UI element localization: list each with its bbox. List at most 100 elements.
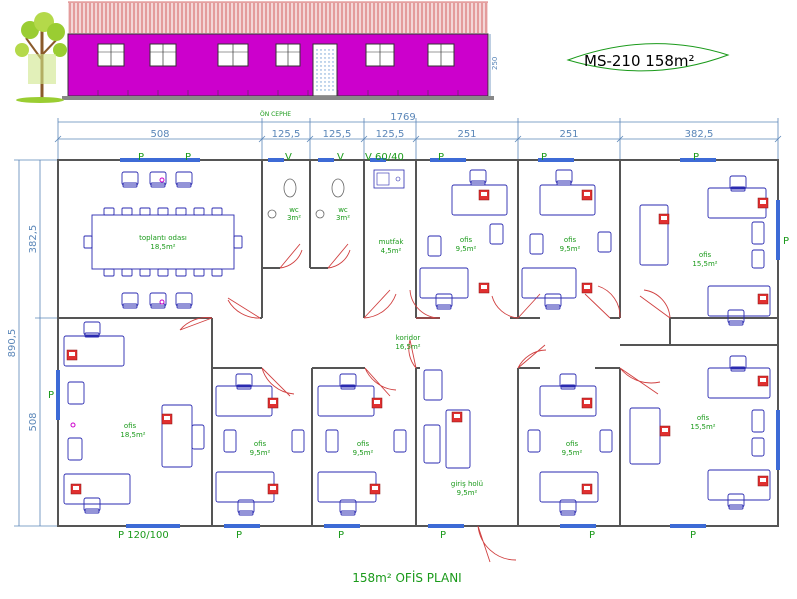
chair (751, 409, 765, 433)
tree-illustration (15, 12, 67, 103)
window (560, 524, 596, 528)
door-swing (279, 243, 303, 269)
dim-segment-5: 251 (457, 129, 476, 140)
window (318, 158, 334, 162)
door-swing (364, 367, 397, 397)
window-label: P (138, 152, 144, 163)
window (680, 158, 716, 162)
dim-segment-3: 125,5 (323, 129, 352, 140)
desk (317, 385, 375, 417)
chair (139, 268, 151, 277)
door-swing (639, 289, 671, 319)
meeting-table (91, 214, 235, 270)
elevation-base (62, 96, 494, 100)
chair (121, 268, 133, 277)
window (370, 158, 386, 162)
door-swing (619, 367, 661, 395)
window-label: P (48, 390, 54, 401)
room-name: ofis (699, 251, 712, 259)
chair (175, 207, 187, 216)
chair (121, 171, 139, 186)
window (428, 524, 464, 528)
desk (63, 335, 125, 367)
chair (729, 355, 747, 370)
chair (339, 499, 357, 514)
desk (629, 407, 661, 465)
elevation-label: ÖN CEPHE (260, 111, 291, 118)
window-labels: P P V V V 60/40 P P P P 120/100 P P P P … (48, 152, 789, 541)
chair (223, 429, 237, 453)
desk (539, 471, 599, 503)
door-swing (179, 317, 213, 331)
chair (235, 373, 253, 388)
furniture (63, 169, 771, 516)
room-area: 9,5m² (353, 449, 374, 457)
room-name: ofis (460, 236, 473, 244)
model-badge-text: MS-210 158m² (584, 52, 695, 70)
dim-lower-depth: 508 (28, 412, 39, 431)
computers (66, 189, 769, 495)
plant-icon (70, 422, 76, 428)
chair (83, 497, 101, 512)
desk (707, 367, 771, 399)
chair (751, 221, 765, 245)
chair (489, 223, 504, 245)
window-label: P (541, 152, 547, 163)
room-area: 16,5m² (395, 343, 420, 351)
dim-segment-2: 125,5 (272, 129, 301, 140)
window (776, 410, 780, 470)
chair (139, 207, 151, 216)
chair (555, 169, 573, 184)
chair (103, 268, 115, 277)
window-label: P (693, 152, 699, 163)
door-swing (584, 285, 621, 319)
chair (67, 381, 85, 405)
window-label: P (185, 152, 191, 163)
chair (149, 292, 167, 307)
chair (427, 235, 442, 257)
desk (707, 469, 771, 501)
chair (157, 268, 169, 277)
fixtures (70, 169, 405, 428)
desk (539, 385, 597, 417)
dim-segment-7: 382,5 (685, 129, 714, 140)
chair (103, 207, 115, 216)
chair (157, 207, 169, 216)
desk (707, 187, 767, 219)
room-name: ofis (697, 414, 710, 422)
room-labels: toplantı odası 18,5m² wc 3m² wc 3m² mutf… (120, 206, 717, 497)
chair (211, 207, 223, 216)
door-swing (327, 243, 351, 269)
chair (83, 235, 93, 249)
desk (419, 267, 469, 299)
entrance-door-swing (477, 525, 517, 563)
window (120, 158, 200, 162)
door-swing (363, 289, 397, 319)
room-area: 15,5m² (692, 260, 717, 268)
window (224, 524, 260, 528)
dim-total-width: 1769 (390, 112, 415, 123)
chair (193, 268, 205, 277)
door-swing (261, 367, 295, 397)
toilet-icon (331, 178, 345, 198)
chair (175, 292, 193, 307)
sink-icon (315, 209, 325, 219)
room-area: 18,5m² (120, 431, 145, 439)
toilet-icon (283, 178, 297, 198)
desk (521, 267, 577, 299)
reception-desk (445, 409, 471, 469)
room-name: ofis (566, 440, 579, 448)
chair (727, 493, 745, 508)
desk (63, 473, 131, 505)
room-area: 18,5m² (150, 243, 175, 251)
model-badge: MS-210 158m² (566, 43, 730, 72)
chair (727, 309, 745, 324)
window-label: P (236, 530, 242, 541)
chair (121, 292, 139, 307)
room-area: 9,5m² (456, 245, 477, 253)
armchair (423, 369, 443, 401)
room-area: 9,5m² (250, 449, 271, 457)
window-label: P 120/100 (118, 530, 169, 541)
